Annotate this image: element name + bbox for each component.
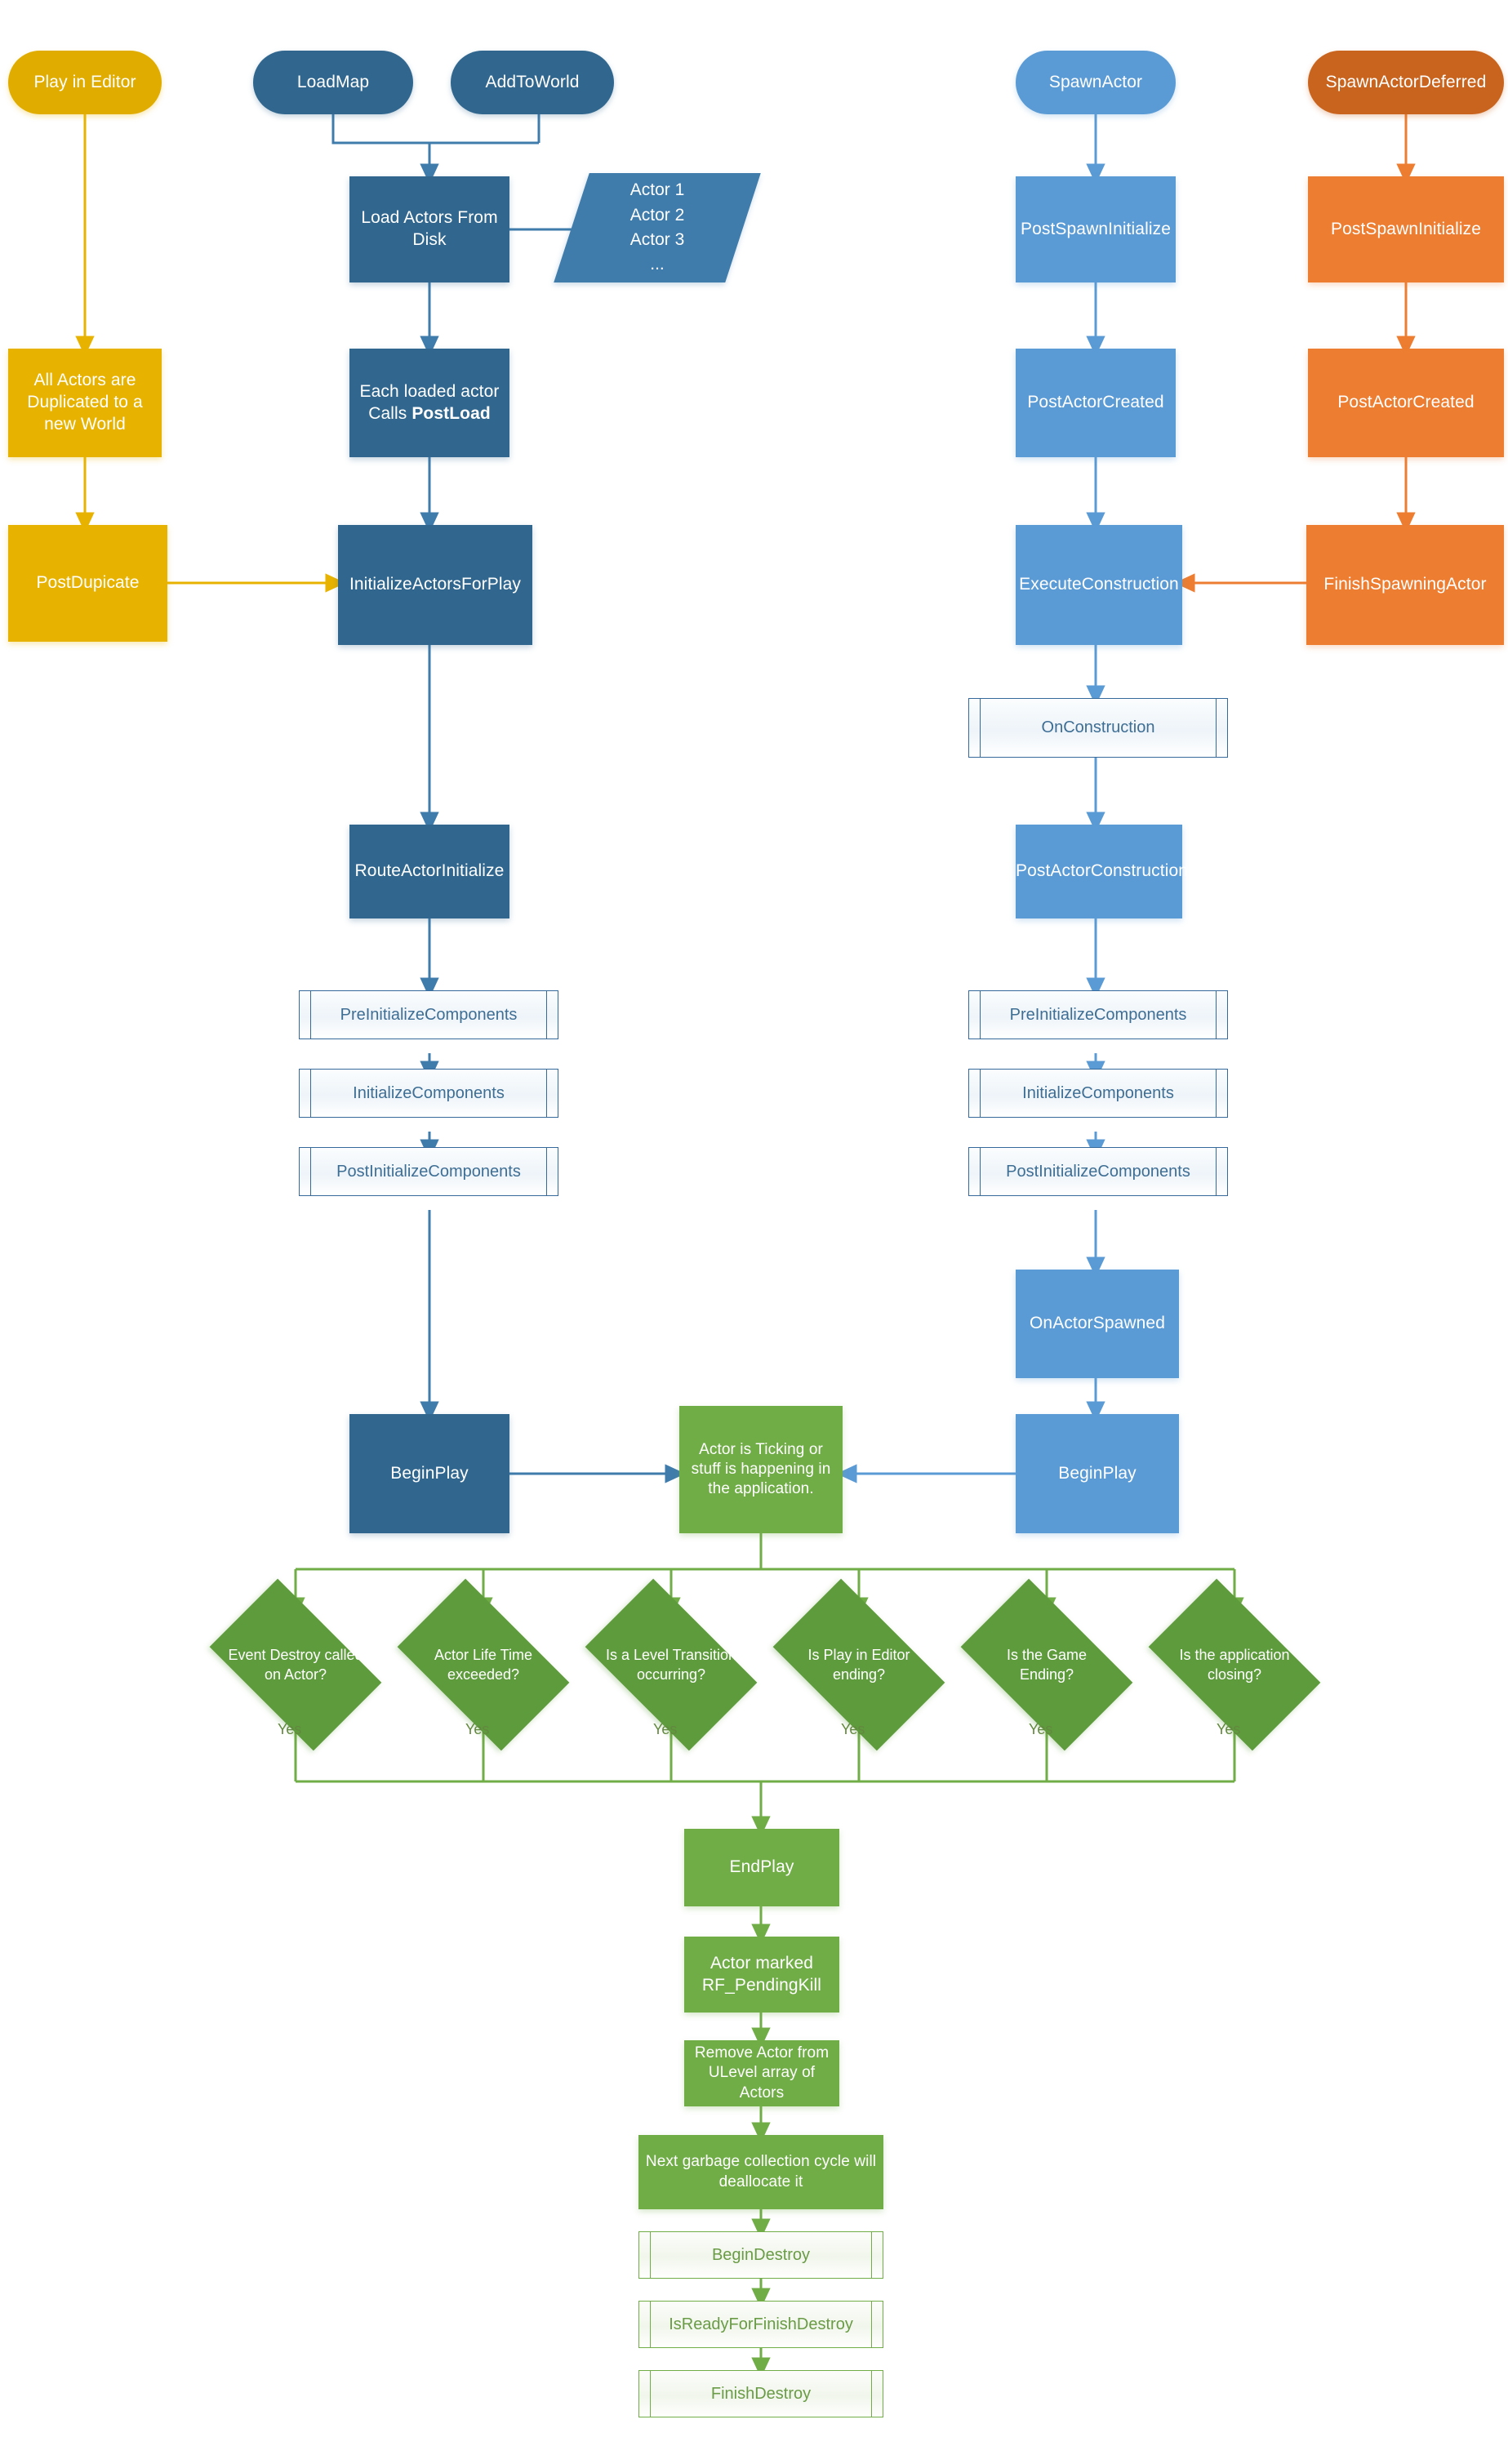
node-actor-marked-pendingkill[interactable]: Actor marked RF_PendingKill [684, 1937, 839, 2013]
node-initialize-actors-for-play[interactable]: InitializeActorsForPlay [338, 525, 532, 645]
node-post-initialize-components-left[interactable]: PostInitializeComponents [299, 1147, 558, 1196]
node-post-actor-created-blue-label: PostActorCreated [1027, 393, 1164, 412]
node-pre-initialize-components-right-label: PreInitializeComponents [1009, 1005, 1187, 1024]
node-post-duplicate[interactable]: PostDupicate [8, 525, 167, 642]
decision-actor-life-time[interactable]: Actor Life Time exceeded? [397, 1578, 570, 1751]
node-actor-marked-pendingkill-label: Actor marked RF_PendingKill [701, 1953, 822, 1995]
node-on-construction[interactable]: OnConstruction [968, 698, 1228, 758]
node-execute-construction-label: ExecuteConstruction [1019, 575, 1179, 594]
node-actor-list-data[interactable]: Actor 1 Actor 2 Actor 3 ... [554, 173, 761, 282]
node-spawn-actor-deferred-label: SpawnActorDeferred [1325, 72, 1487, 91]
node-route-actor-initialize[interactable]: RouteActorInitialize [349, 825, 509, 918]
node-post-actor-created-orange[interactable]: PostActorCreated [1308, 349, 1504, 457]
node-post-actor-construction-label: PostActorConstruction [1016, 861, 1189, 881]
node-post-spawn-initialize-orange[interactable]: PostSpawnInitialize [1308, 176, 1504, 282]
node-post-actor-construction[interactable]: PostActorConstruction [1016, 825, 1188, 918]
decision-event-destroy-label: Event Destroy called on Actor? [228, 1646, 363, 1683]
node-post-actor-created-orange-label: PostActorCreated [1337, 393, 1475, 412]
node-post-duplicate-label: PostDupicate [36, 573, 140, 593]
actor-list-line-4: ... [650, 255, 665, 274]
node-play-in-editor[interactable]: Play in Editor [8, 51, 162, 114]
decision-application-closing-label: Is the application closing? [1179, 1646, 1290, 1683]
branch-label-game-ending: Yes [1029, 1721, 1053, 1737]
branch-label-event-destroy: Yes [278, 1721, 302, 1737]
node-spawn-actor[interactable]: SpawnActor [1016, 51, 1176, 114]
node-post-spawn-initialize-blue[interactable]: PostSpawnInitialize [1016, 176, 1176, 282]
node-initialize-components-right[interactable]: InitializeComponents [968, 1069, 1228, 1118]
decision-game-ending[interactable]: Is the Game Ending? [960, 1578, 1133, 1751]
node-initialize-components-left[interactable]: InitializeComponents [299, 1069, 558, 1118]
decision-application-closing[interactable]: Is the application closing? [1148, 1578, 1321, 1751]
node-execute-construction[interactable]: ExecuteConstruction [1016, 525, 1182, 645]
node-each-loaded-actor-postload[interactable]: Each loaded actor Calls PostLoad [349, 349, 509, 457]
node-route-actor-initialize-label: RouteActorInitialize [354, 861, 505, 881]
node-post-spawn-initialize-blue-label: PostSpawnInitialize [1021, 219, 1171, 238]
node-all-actors-duplicated-label: All Actors are Duplicated to a new World [27, 371, 143, 434]
node-pre-initialize-components-left-label: PreInitializeComponents [340, 1005, 518, 1024]
node-next-gc-cycle-label: Next garbage collection cycle will deall… [645, 2153, 877, 2190]
node-add-to-world[interactable]: AddToWorld [451, 51, 614, 114]
node-initialize-actors-for-play-label: InitializeActorsForPlay [349, 575, 522, 594]
node-on-actor-spawned[interactable]: OnActorSpawned [1016, 1270, 1179, 1378]
node-pre-initialize-components-left[interactable]: PreInitializeComponents [299, 990, 558, 1039]
each-loaded-actor-bold: PostLoad [411, 403, 491, 423]
node-post-actor-created-blue[interactable]: PostActorCreated [1016, 349, 1176, 457]
node-remove-actor-from-ulevel-label: Remove Actor from ULevel array of Actors [694, 2044, 830, 2102]
node-finish-destroy[interactable]: FinishDestroy [638, 2370, 883, 2417]
branch-label-level-transition: Yes [653, 1721, 678, 1737]
node-begin-play-right[interactable]: BeginPlay [1016, 1414, 1179, 1533]
node-actor-is-ticking-label: Actor is Ticking or stuff is happening i… [691, 1440, 831, 1498]
node-finish-spawning-actor[interactable]: FinishSpawningActor [1306, 525, 1504, 645]
node-load-actors-from-disk-label: Load Actors From Disk [361, 208, 498, 249]
node-initialize-components-left-label: InitializeComponents [353, 1083, 505, 1102]
node-spawn-actor-deferred[interactable]: SpawnActorDeferred [1308, 51, 1504, 114]
node-actor-is-ticking[interactable]: Actor is Ticking or stuff is happening i… [679, 1406, 843, 1533]
node-post-initialize-components-right-label: PostInitializeComponents [1006, 1162, 1190, 1181]
node-remove-actor-from-ulevel[interactable]: Remove Actor from ULevel array of Actors [684, 2040, 839, 2106]
node-spawn-actor-label: SpawnActor [1048, 72, 1143, 91]
node-finish-spawning-actor-label: FinishSpawningActor [1323, 575, 1487, 594]
decision-game-ending-label: Is the Game Ending? [1006, 1646, 1088, 1683]
decision-play-in-editor-ending[interactable]: Is Play in Editor ending? [772, 1578, 945, 1751]
node-all-actors-duplicated[interactable]: All Actors are Duplicated to a new World [8, 349, 162, 457]
node-each-loaded-actor-postload-text: Each loaded actor Calls PostLoad [349, 381, 509, 425]
node-end-play[interactable]: EndPlay [684, 1829, 839, 1906]
node-begin-play-right-label: BeginPlay [1058, 1463, 1137, 1483]
node-add-to-world-label: AddToWorld [485, 72, 580, 91]
node-post-initialize-components-right[interactable]: PostInitializeComponents [968, 1147, 1228, 1196]
node-next-gc-cycle[interactable]: Next garbage collection cycle will deall… [638, 2135, 883, 2209]
branch-label-application-closing: Yes [1217, 1721, 1241, 1737]
node-begin-play-left[interactable]: BeginPlay [349, 1414, 509, 1533]
actor-list-line-1: Actor 1 [629, 180, 685, 200]
node-play-in-editor-label: Play in Editor [33, 72, 136, 91]
each-loaded-actor-prefix: Each loaded actor Calls [359, 381, 500, 423]
decision-level-transition[interactable]: Is a Level Transition occurring? [585, 1578, 758, 1751]
node-post-spawn-initialize-orange-label: PostSpawnInitialize [1331, 219, 1481, 238]
actor-list-line-3: Actor 3 [629, 230, 685, 249]
node-finish-destroy-label: FinishDestroy [710, 2384, 812, 2403]
node-end-play-label: EndPlay [729, 1857, 794, 1877]
node-initialize-components-right-label: InitializeComponents [1022, 1083, 1174, 1102]
node-begin-destroy-label: BeginDestroy [711, 2245, 811, 2264]
actor-list-line-2: Actor 2 [629, 205, 685, 225]
decision-actor-life-time-label: Actor Life Time exceeded? [434, 1646, 533, 1683]
node-actor-list-text: Actor 1 Actor 2 Actor 3 ... [630, 178, 685, 278]
node-load-actors-from-disk[interactable]: Load Actors From Disk [349, 176, 509, 282]
node-begin-destroy[interactable]: BeginDestroy [638, 2231, 883, 2279]
node-begin-play-left-label: BeginPlay [390, 1463, 469, 1483]
decision-event-destroy[interactable]: Event Destroy called on Actor? [209, 1578, 382, 1751]
node-is-ready-for-finish-destroy[interactable]: IsReadyForFinishDestroy [638, 2301, 883, 2348]
node-load-map-label: LoadMap [296, 72, 370, 91]
node-load-map[interactable]: LoadMap [253, 51, 413, 114]
node-on-construction-label: OnConstruction [1041, 718, 1155, 736]
decision-play-in-editor-ending-label: Is Play in Editor ending? [807, 1646, 910, 1683]
branch-label-play-in-editor-ending: Yes [841, 1721, 865, 1737]
node-is-ready-for-finish-destroy-label: IsReadyForFinishDestroy [669, 2315, 853, 2333]
node-post-initialize-components-left-label: PostInitializeComponents [336, 1162, 521, 1181]
decision-level-transition-label: Is a Level Transition occurring? [605, 1646, 737, 1683]
node-on-actor-spawned-label: OnActorSpawned [1030, 1314, 1165, 1333]
node-pre-initialize-components-right[interactable]: PreInitializeComponents [968, 990, 1228, 1039]
branch-label-actor-life-time: Yes [465, 1721, 490, 1737]
